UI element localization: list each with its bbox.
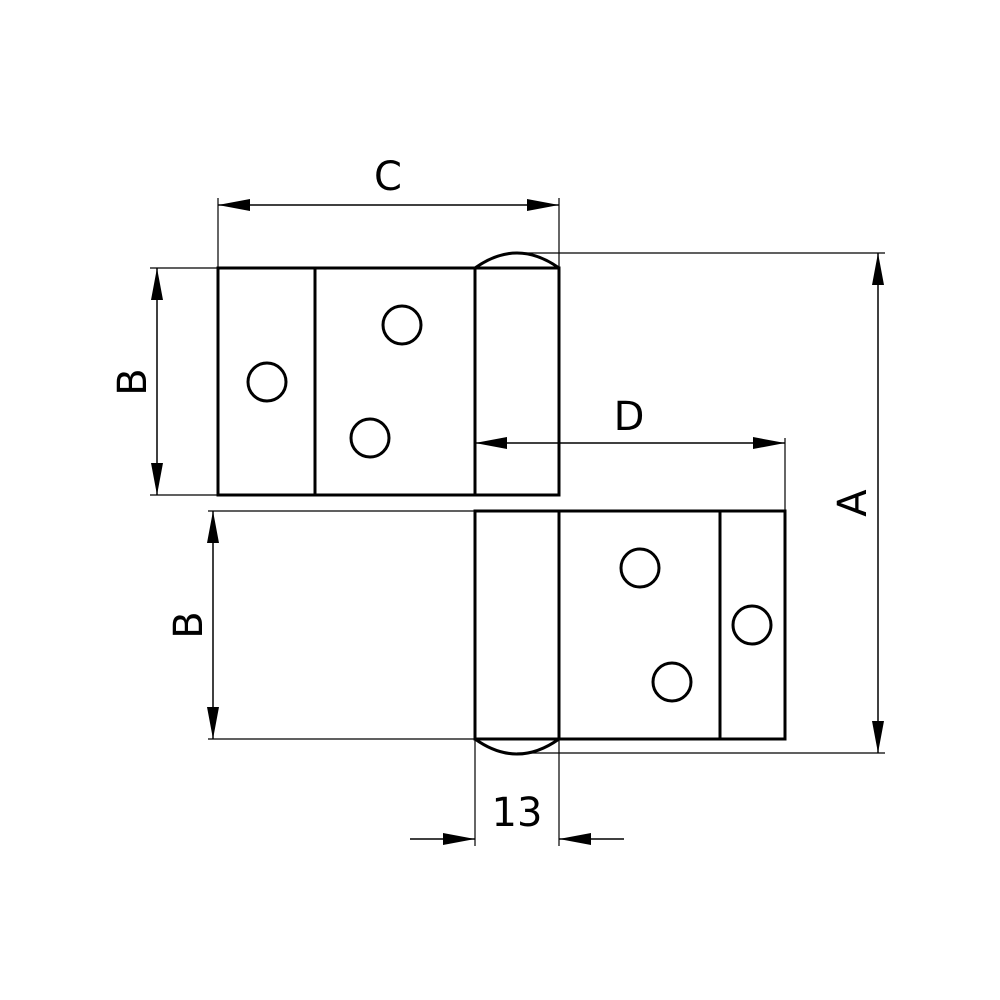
dimension-barrel: 13	[410, 790, 624, 845]
arrowhead	[872, 253, 884, 285]
dimension-b-top: B	[110, 268, 163, 495]
top-leaf-screw-hole	[246, 361, 288, 403]
bottom-leaf-screw-hole	[731, 604, 773, 646]
arrowhead	[207, 511, 219, 543]
dimension-a-label: A	[830, 489, 876, 517]
dimension-b-bottom: B	[166, 511, 219, 739]
bottom-leaf-screw-hole	[619, 547, 661, 589]
dimension-c: C	[218, 154, 559, 211]
extension-lines	[150, 198, 885, 846]
bottom-leaf-outline	[557, 509, 787, 741]
bottom-barrel	[473, 509, 561, 741]
dimension-d-label: D	[614, 394, 645, 440]
arrowhead	[872, 721, 884, 753]
dimension-b-bottom-label: B	[166, 611, 212, 638]
arrowhead	[475, 437, 507, 449]
top-leaf-screw-hole	[349, 417, 391, 459]
arrowhead	[207, 707, 219, 739]
dimension-barrel-label: 13	[492, 790, 543, 836]
arrowhead	[151, 268, 163, 300]
arrowhead	[151, 463, 163, 495]
top-leaf-outline	[216, 266, 561, 497]
arrowhead	[559, 833, 591, 845]
arrowhead	[443, 833, 475, 845]
arrowhead	[753, 437, 785, 449]
arrowhead	[218, 199, 250, 211]
top-leaf	[216, 266, 561, 497]
bottom-barrel-cap	[474, 737, 560, 756]
bottom-leaf	[473, 509, 787, 741]
dimension-b-top-label: B	[110, 368, 156, 395]
bottom-leaf-screw-hole	[651, 661, 693, 703]
dimension-a: A	[830, 253, 884, 753]
dimension-d: D	[475, 394, 785, 449]
top-barrel-cap	[474, 251, 560, 270]
dimension-c-label: C	[374, 154, 402, 200]
arrowhead	[527, 199, 559, 211]
top-leaf-screw-hole	[381, 304, 423, 346]
